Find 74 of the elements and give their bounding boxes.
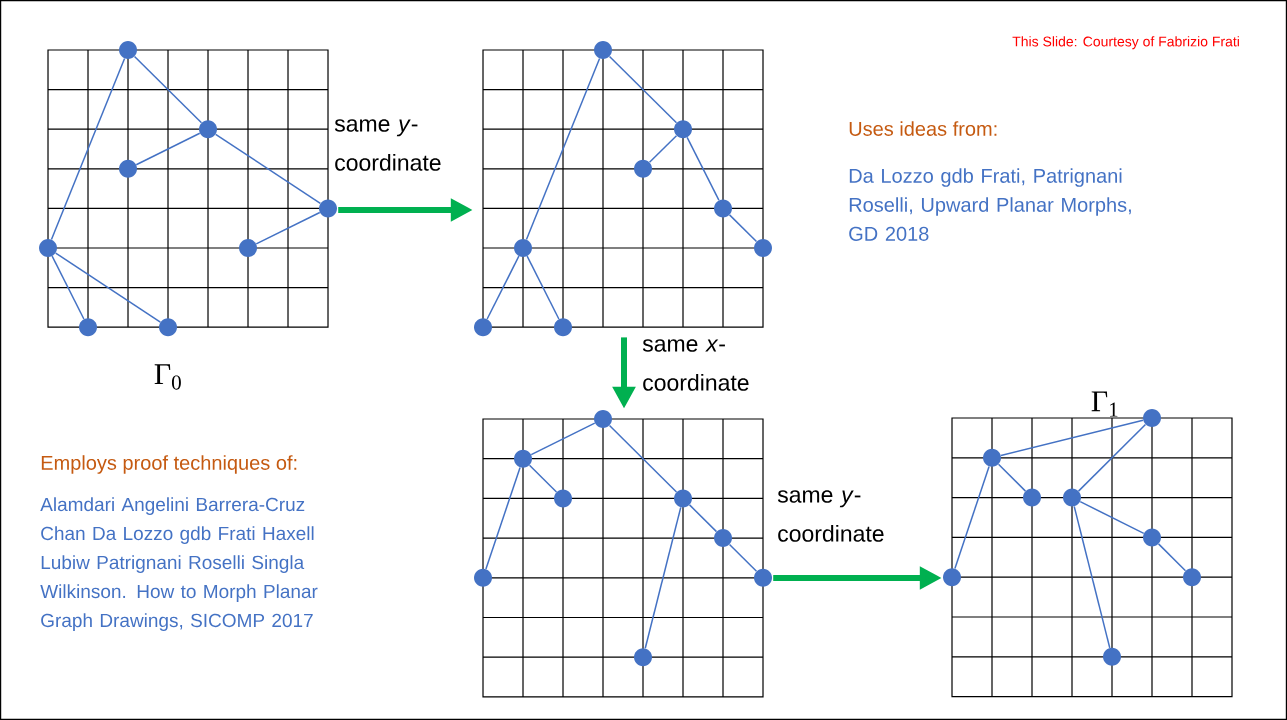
grid <box>482 49 764 328</box>
section-heading: Uses ideas from: <box>849 121 997 136</box>
edge-label: same y-coordinate <box>777 490 884 542</box>
graph-edge <box>133 55 203 124</box>
graph-edge <box>526 255 560 320</box>
vertex-dot <box>674 489 692 508</box>
vertex-dot <box>983 448 1001 467</box>
section-heading: Employs proof techniques of: <box>41 455 297 474</box>
graph-edge <box>608 55 678 124</box>
vertex-dot <box>239 239 257 257</box>
graph-edge <box>1077 423 1147 492</box>
vertex-dot <box>79 318 97 337</box>
vertex-dot <box>714 529 732 548</box>
graph-edge <box>688 504 718 533</box>
vertex-dot <box>754 239 772 257</box>
graph-edge <box>51 255 85 320</box>
graph-edge <box>1079 500 1145 535</box>
drawing-label: Γ$_{1}$ <box>1091 391 1118 417</box>
graph-edge <box>1157 543 1187 572</box>
graph-edge <box>648 134 678 164</box>
grid <box>951 417 1233 698</box>
citation-text: Da Lozzo gdb Frati, Patrignani Roselli, Upward Planar Morphs, GD 2018 <box>849 168 1131 241</box>
graph-edge <box>135 132 201 166</box>
vertex-dot <box>674 120 692 139</box>
grid <box>482 418 764 698</box>
vertex-dot <box>39 239 57 257</box>
vertex-dot <box>943 568 961 587</box>
graph-edge <box>525 57 601 241</box>
vertex-dot <box>554 489 572 508</box>
graph-edge <box>50 57 126 241</box>
vertex-dot <box>1143 409 1161 427</box>
vertex-dot <box>1183 568 1201 587</box>
graph-edge <box>54 252 162 323</box>
vertex-dot <box>514 239 532 257</box>
graph-edge <box>485 466 521 570</box>
vertex-dot <box>1143 528 1161 547</box>
graph-edge <box>486 255 520 320</box>
vertex-dot <box>554 318 572 337</box>
edge-label: same y-coordinate <box>334 119 441 171</box>
vertex-dot <box>319 199 337 218</box>
graph-edge <box>1000 419 1144 457</box>
graph-edge <box>214 133 322 205</box>
vertex-dot <box>159 318 177 337</box>
graph-edge <box>608 424 678 493</box>
graph-edge <box>686 136 720 201</box>
vertex-dot <box>634 159 652 178</box>
edge-label: same x-coordinate <box>642 339 749 391</box>
grid <box>47 49 329 328</box>
drawing-label: Γ$_{0}$ <box>154 364 181 390</box>
graph-edge <box>728 543 758 573</box>
graph-edge <box>255 211 321 245</box>
vertex-dot <box>634 648 652 667</box>
graph-edge <box>997 463 1027 492</box>
graph-edge <box>728 214 758 243</box>
vertex-dot <box>1063 488 1081 507</box>
vertex-dot <box>754 568 772 587</box>
graph-edge <box>644 506 682 649</box>
vertex-dot <box>714 199 732 218</box>
graph-edge <box>954 465 990 570</box>
vertex-dot <box>119 159 137 178</box>
vertex-dot <box>514 449 532 468</box>
graph-edge <box>528 464 558 493</box>
citation-text: Alamdari Angelini Barrera-Cruz Chan Da Lozzo gdb Frati Haxell Lubiw Patrignani Roselli Singla Wilkinson. How to Morph Planar Graph Drawings, SICOMP 2017 <box>40 497 318 631</box>
graph-edge <box>530 422 596 456</box>
vertex-dot <box>474 568 492 587</box>
credit-note: This Slide: Courtesy of Fabrizio Frati <box>1012 36 1239 50</box>
vertex-dot <box>1103 647 1121 666</box>
vertex-dot <box>119 41 137 59</box>
vertex-dot <box>594 410 612 428</box>
vertex-dot <box>594 41 612 59</box>
vertex-dot <box>474 318 492 337</box>
vertex-dot <box>1023 488 1041 507</box>
vertex-dot <box>199 120 217 139</box>
graph-edge <box>1073 505 1111 649</box>
